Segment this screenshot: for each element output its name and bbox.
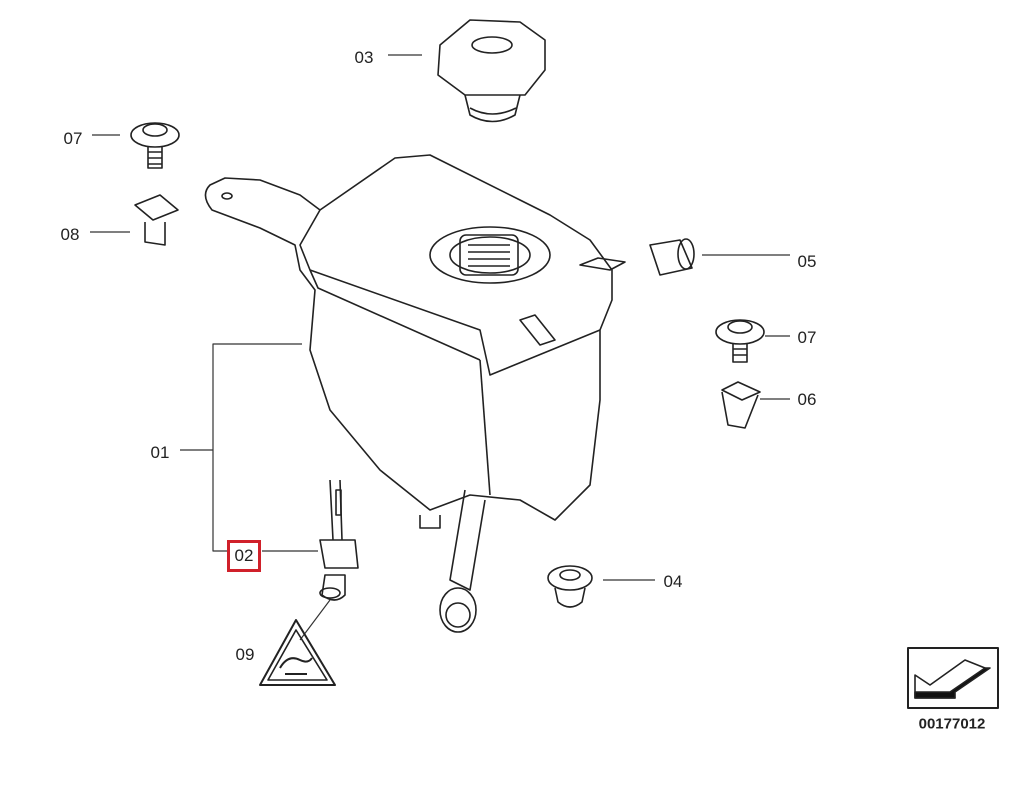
nut-right-part [721, 381, 761, 429]
hose-connector-part [649, 238, 695, 276]
label-nut-right[interactable]: 06 [797, 390, 817, 409]
label-screw-right[interactable]: 07 [797, 328, 817, 347]
cap-part [437, 19, 546, 123]
sensor-part [319, 479, 359, 601]
label-cap[interactable]: 03 [354, 48, 374, 67]
direction-arrow-logo [907, 647, 999, 709]
label-plug[interactable]: 04 [663, 572, 683, 591]
screw-left-part [130, 122, 180, 169]
label-tank[interactable]: 01 [150, 443, 170, 462]
plug-part [547, 565, 593, 608]
label-warning-sign[interactable]: 09 [235, 645, 255, 664]
tank-part [204, 154, 626, 633]
label-screw-left[interactable]: 07 [63, 129, 83, 148]
diagram-code: 00177012 [918, 715, 986, 733]
label-sensor[interactable]: 02 [234, 546, 254, 565]
leader-lines [90, 54, 790, 641]
highlight-box [227, 540, 261, 572]
label-nut-left[interactable]: 08 [60, 225, 80, 244]
label-hose-connector[interactable]: 05 [797, 252, 817, 271]
screw-right-part [715, 319, 765, 363]
warning-sign-icon [259, 619, 336, 686]
nut-left-part [134, 194, 179, 246]
